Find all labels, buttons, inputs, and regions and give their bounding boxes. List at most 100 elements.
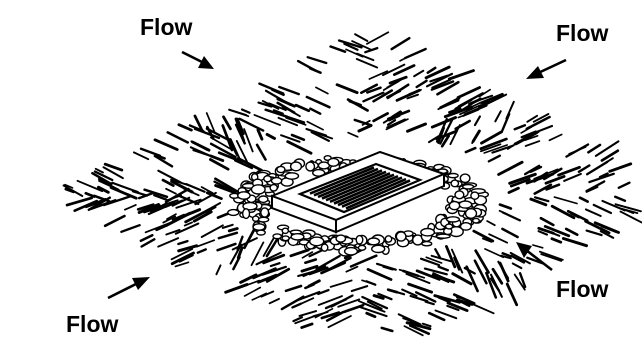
gravel-stone — [358, 245, 365, 250]
hatch-stroke — [254, 115, 280, 125]
hatch-stroke — [587, 231, 602, 236]
hatch-stroke — [615, 197, 625, 201]
hatch-stroke — [594, 205, 611, 213]
hatch-stroke — [307, 97, 330, 107]
gravel-stone — [421, 229, 435, 236]
hatch-stroke — [475, 117, 480, 126]
hatch-stroke — [121, 225, 139, 232]
gravel-stone — [277, 166, 285, 172]
hatch-stroke — [244, 129, 253, 151]
hatch-stroke — [409, 284, 432, 292]
hatch-stroke — [229, 229, 237, 231]
gravel-stone — [321, 244, 327, 251]
hatch-stroke — [587, 162, 607, 174]
gravel-stone — [471, 192, 479, 199]
hatch-stroke — [610, 164, 631, 171]
gravel-stone — [461, 223, 472, 230]
hatch-stroke — [366, 281, 375, 284]
gravel-stone — [460, 174, 470, 182]
hatch-stroke — [566, 229, 577, 235]
flow-arrow-top-left — [182, 52, 214, 69]
hatch-stroke — [346, 49, 363, 56]
hatch-stroke — [307, 122, 323, 130]
gravel-stone — [447, 217, 460, 222]
gravel-stone — [396, 232, 406, 241]
gravel-stone — [258, 217, 268, 222]
hatch-stroke — [502, 229, 517, 237]
gravel-stone — [451, 180, 458, 187]
hatch-stroke — [552, 239, 561, 243]
hatch-stroke — [533, 245, 543, 248]
gravel-stone — [356, 236, 363, 244]
hatch-stroke — [428, 68, 435, 73]
hatch-stroke — [175, 262, 188, 266]
gravel-stone — [466, 209, 477, 219]
gravel-stone — [228, 210, 239, 216]
gravel-stone — [291, 234, 304, 240]
hatch-stroke — [580, 198, 588, 202]
hatch-stroke — [352, 286, 367, 291]
hatch-stroke — [566, 145, 588, 157]
hatch-stroke — [400, 55, 412, 61]
hatch-stroke — [487, 221, 495, 225]
hatch-stroke — [166, 189, 176, 194]
hatch-stroke — [449, 71, 473, 79]
hatch-stroke — [619, 183, 630, 188]
hatch-stroke — [532, 126, 552, 134]
hatch-stroke — [513, 264, 522, 269]
hatch-stroke — [158, 238, 178, 247]
hatch-stroke — [134, 152, 148, 159]
gravel-stone — [257, 230, 265, 235]
hatch-stroke — [382, 328, 393, 331]
hatch-stroke — [300, 311, 317, 316]
hatch-stroke — [495, 111, 501, 121]
hatch-stroke — [271, 263, 280, 266]
gravel-stone — [368, 238, 380, 245]
hatch-stroke — [554, 197, 577, 203]
gravel-stone — [282, 228, 288, 233]
hatch-stroke — [210, 160, 228, 170]
hatch-stroke — [359, 126, 371, 132]
hatch-stroke — [86, 193, 94, 196]
hatch-stroke — [439, 267, 448, 271]
hatch-stroke — [507, 284, 517, 305]
hatch-stroke — [429, 313, 444, 320]
hatch-stroke — [245, 288, 261, 297]
hatch-stroke — [392, 38, 410, 49]
hatch-stroke — [305, 285, 313, 289]
hatch-stroke — [351, 256, 376, 267]
hatch-stroke — [355, 34, 367, 41]
hatch-stroke — [426, 302, 434, 305]
gravel-stone — [336, 235, 345, 242]
gravel-stone — [448, 174, 458, 178]
hatch-stroke — [408, 124, 426, 131]
hatch-stroke — [337, 85, 357, 93]
hatch-stroke — [367, 32, 388, 44]
hatch-stroke — [515, 125, 525, 129]
hatch-stroke — [453, 274, 471, 284]
gravel-stone — [272, 178, 282, 184]
gravel-stone — [437, 234, 451, 238]
hatch-stroke — [168, 132, 188, 142]
hatch-stroke — [179, 246, 197, 251]
hatch-stroke — [498, 262, 508, 278]
hatch-stroke — [417, 81, 427, 87]
hatch-stroke — [305, 260, 315, 263]
hatch-stroke — [586, 209, 601, 216]
flow-arrow-bottom-left — [108, 277, 150, 298]
hatch-stroke — [526, 141, 540, 146]
hatch-stroke — [223, 225, 233, 228]
hatch-stroke — [588, 145, 600, 152]
gravel-stone — [372, 245, 385, 252]
hatch-stroke — [197, 240, 215, 247]
gravel-stone — [251, 185, 265, 194]
gravel-stone — [310, 237, 324, 246]
hatch-stroke — [291, 111, 300, 116]
flow-label-top-left: Flow — [140, 16, 192, 39]
gravel-stone — [282, 236, 289, 241]
hatch-stroke — [541, 218, 553, 225]
hatch-stroke — [206, 203, 221, 211]
hatch-stroke — [178, 241, 187, 244]
hatch-stroke — [291, 250, 308, 256]
